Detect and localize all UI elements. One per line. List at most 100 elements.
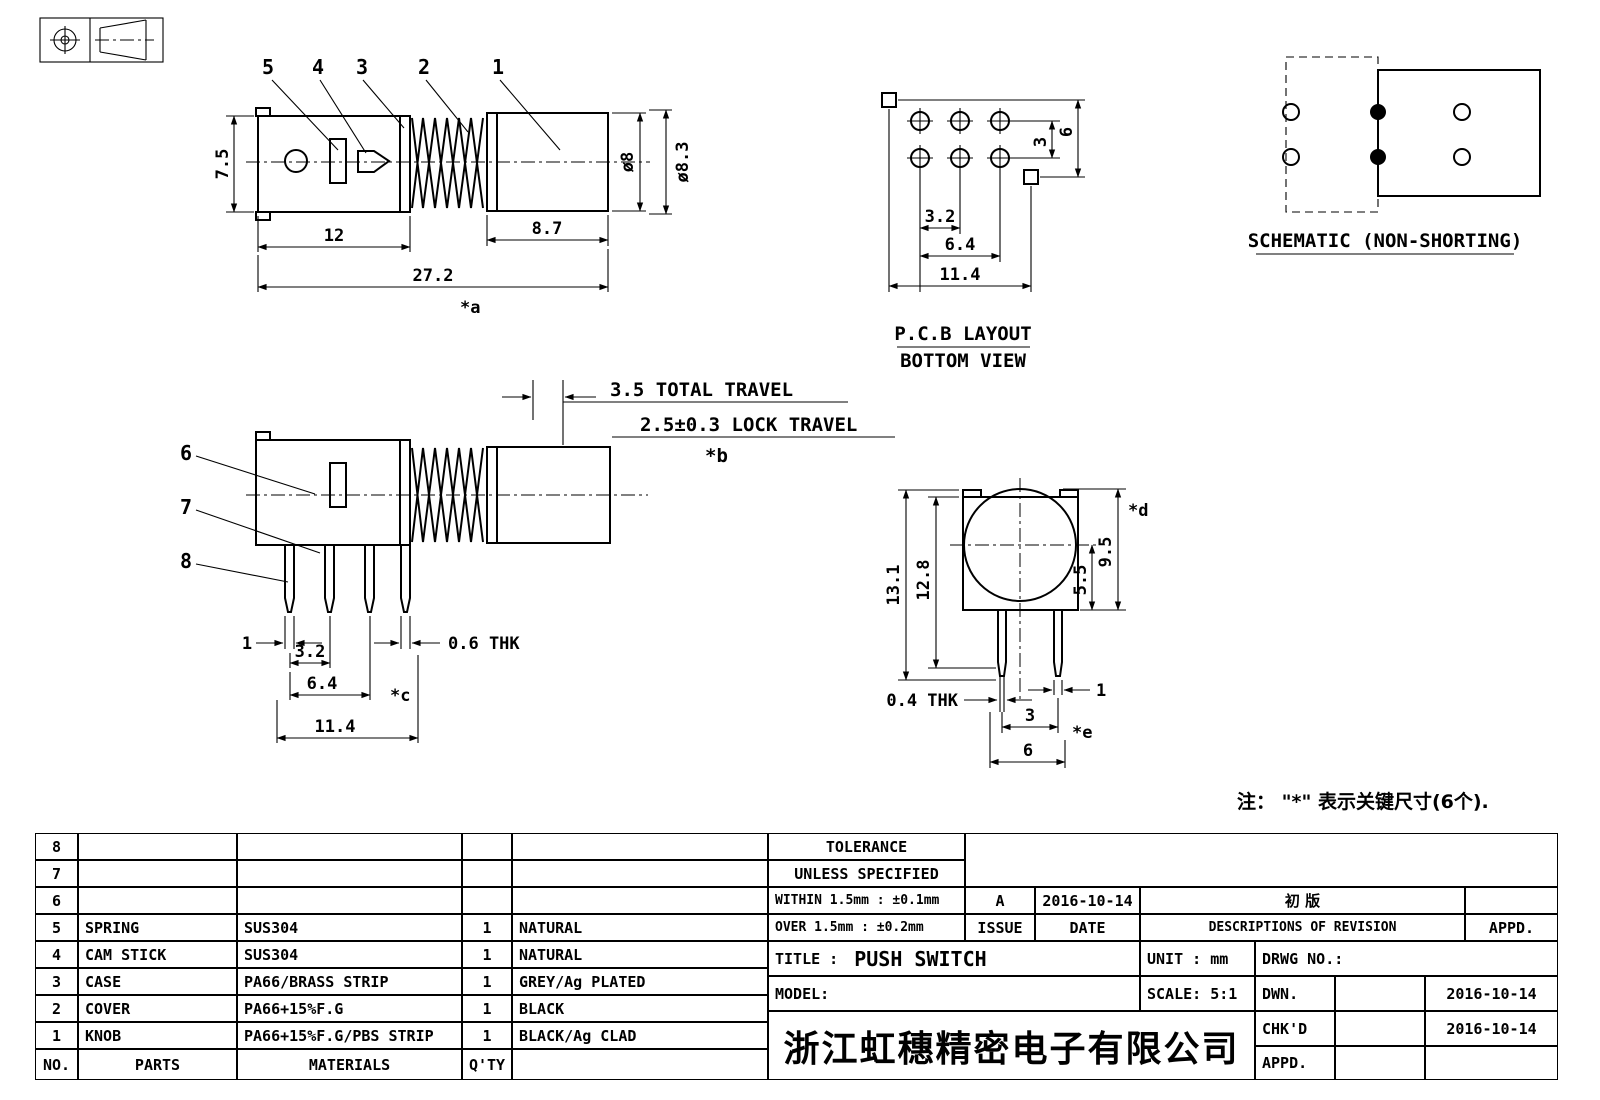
pcb-dim-11-4: 11.4 bbox=[940, 265, 981, 285]
drwg-no-cell: DRWG NO.: bbox=[1255, 941, 1558, 976]
part-callout-4: 4 bbox=[312, 55, 324, 79]
parts-row-4-material: SUS304 bbox=[237, 941, 462, 968]
total-travel-label: 3.5 TOTAL TRAVEL bbox=[610, 379, 793, 401]
parts-row-3-qty: 1 bbox=[462, 968, 512, 995]
parts-row-2-qty: 1 bbox=[462, 995, 512, 1022]
appd-signature bbox=[1335, 1046, 1425, 1080]
parts-row-2-finish: BLACK bbox=[512, 995, 768, 1022]
part-callout-5: 5 bbox=[262, 55, 274, 79]
parts-row-3-finish: GREY/Ag PLATED bbox=[512, 968, 768, 995]
pcb-dim-3-2: 3.2 bbox=[925, 207, 956, 227]
dim-star-a: *a bbox=[460, 298, 480, 318]
parts-row-5-part: SPRING bbox=[78, 914, 237, 941]
parts-row-5-no: 5 bbox=[35, 914, 78, 941]
parts-header-qty: Q'TY bbox=[462, 1049, 512, 1080]
dim-8-7: 8.7 bbox=[532, 219, 563, 239]
dim-0-6-thk: 0.6 THK bbox=[448, 634, 520, 654]
key-dimension-note: 注： "*" 表示关键尺寸(6个). bbox=[1237, 790, 1489, 813]
pcb-holes bbox=[907, 108, 1013, 171]
revision-description-value: 初 版 bbox=[1140, 887, 1465, 914]
part-callout-3: 3 bbox=[356, 55, 368, 79]
lock-travel-label: 2.5±0.3 LOCK TRAVEL bbox=[640, 414, 857, 436]
parts-row-2-no: 2 bbox=[35, 995, 78, 1022]
part-callout-1: 1 bbox=[492, 55, 504, 79]
tolerance-subtitle: UNLESS SPECIFIED bbox=[768, 860, 965, 887]
scale-cell: SCALE: 5:1 bbox=[1140, 976, 1255, 1011]
parts-row-7-part bbox=[78, 860, 237, 887]
pcb-dim-6-4: 6.4 bbox=[945, 235, 976, 255]
title-label: TITLE : bbox=[775, 949, 839, 968]
parts-row-6-qty bbox=[462, 887, 512, 914]
parts-row-6-material bbox=[237, 887, 462, 914]
pcb-layout-title: P.C.B LAYOUT bbox=[894, 323, 1031, 345]
dim-6-4-pitch: 6.4 bbox=[307, 674, 338, 694]
pcb-dim-6: 6 bbox=[1057, 127, 1077, 137]
tolerance-over: OVER 1.5mm : ±0.2mm bbox=[768, 914, 965, 941]
projection-symbol bbox=[39, 17, 164, 63]
parts-row-7-finish bbox=[512, 860, 768, 887]
model-cell: MODEL: bbox=[768, 976, 1140, 1011]
dim-27-2: 27.2 bbox=[413, 266, 454, 286]
dim-star-e: *e bbox=[1072, 723, 1092, 743]
tolerance-title: TOLERANCE bbox=[768, 833, 965, 860]
revision-empty-area bbox=[965, 833, 1558, 887]
dim-12-8: 12.8 bbox=[914, 560, 934, 601]
dwn-date: 2016-10-14 bbox=[1425, 976, 1558, 1011]
dim-5-5: 5.5 bbox=[1071, 565, 1091, 596]
parts-row-7-no: 7 bbox=[35, 860, 78, 887]
title-cell: TITLE : PUSH SWITCH bbox=[768, 941, 1140, 976]
dim-dia-8-3: ø8.3 bbox=[673, 142, 693, 183]
dim-9-5: 9.5 bbox=[1096, 537, 1116, 568]
dwn-signature bbox=[1335, 976, 1425, 1011]
parts-row-4-part: CAM STICK bbox=[78, 941, 237, 968]
tolerance-within: WITHIN 1.5mm : ±0.1mm bbox=[768, 887, 965, 914]
parts-row-1-qty: 1 bbox=[462, 1022, 512, 1049]
parts-row-2-material: PA66+15%F.G bbox=[237, 995, 462, 1022]
dim-front-3: 3 bbox=[1025, 706, 1035, 726]
pcb-bottom-view-label: BOTTOM VIEW bbox=[900, 350, 1026, 372]
parts-row-7-material bbox=[237, 860, 462, 887]
parts-row-8-material bbox=[237, 833, 462, 860]
parts-row-8-no: 8 bbox=[35, 833, 78, 860]
unit-cell: UNIT : mm bbox=[1140, 941, 1255, 976]
dim-0-4-thk: 0.4 THK bbox=[886, 691, 958, 711]
parts-row-8-part bbox=[78, 833, 237, 860]
parts-row-4-no: 4 bbox=[35, 941, 78, 968]
parts-row-8-qty bbox=[462, 833, 512, 860]
revision-descriptions-header: DESCRIPTIONS OF REVISION bbox=[1140, 914, 1465, 941]
parts-row-1-part: KNOB bbox=[78, 1022, 237, 1049]
parts-header-no: NO. bbox=[35, 1049, 78, 1080]
parts-row-4-qty: 1 bbox=[462, 941, 512, 968]
title-value: PUSH SWITCH bbox=[854, 946, 987, 971]
revision-appd-value bbox=[1465, 887, 1558, 914]
part-callout-6: 6 bbox=[180, 441, 192, 465]
revision-issue-header: ISSUE bbox=[965, 914, 1035, 941]
schematic-view: SCHEMATIC (NON-SHORTING) bbox=[1248, 56, 1541, 255]
dim-13-1: 13.1 bbox=[884, 565, 904, 606]
revision-issue-value: A bbox=[965, 887, 1035, 914]
dim-front-6: 6 bbox=[1023, 741, 1033, 761]
common-contact-top bbox=[1370, 104, 1386, 120]
parts-header-parts: PARTS bbox=[78, 1049, 237, 1080]
side-view: 5 4 3 2 1 7.5 12 8.7 27.2 *a ø8 bbox=[213, 55, 693, 318]
dim-7-5: 7.5 bbox=[213, 149, 233, 180]
dim-star-d: *d bbox=[1128, 501, 1148, 521]
parts-row-6-part bbox=[78, 887, 237, 914]
chkd-date: 2016-10-14 bbox=[1425, 1011, 1558, 1046]
revision-date-value: 2016-10-14 bbox=[1035, 887, 1140, 914]
dim-front-pin-1: 1 bbox=[1096, 681, 1106, 701]
parts-row-1-no: 1 bbox=[35, 1022, 78, 1049]
revision-date-header: DATE bbox=[1035, 914, 1140, 941]
dwn-label: DWN. bbox=[1255, 976, 1335, 1011]
company-cell: 浙江虹穗精密电子有限公司 bbox=[768, 1011, 1255, 1080]
parts-header-materials: MATERIALS bbox=[237, 1049, 462, 1080]
common-contact-bottom bbox=[1370, 149, 1386, 165]
dim-11-4-overall: 11.4 bbox=[315, 717, 356, 737]
dim-3-2-pitch: 3.2 bbox=[295, 642, 326, 662]
parts-row-5-material: SUS304 bbox=[237, 914, 462, 941]
parts-header-finish bbox=[512, 1049, 768, 1080]
drawing-canvas: 5 4 3 2 1 7.5 12 8.7 27.2 *a ø8 bbox=[39, 17, 1541, 813]
dim-pin-width-1: 1 bbox=[242, 634, 252, 654]
pcb-layout-view: 3.2 6.4 11.4 3 6 P.C.B LAYOUT BOTTOM VIE… bbox=[881, 92, 1085, 372]
